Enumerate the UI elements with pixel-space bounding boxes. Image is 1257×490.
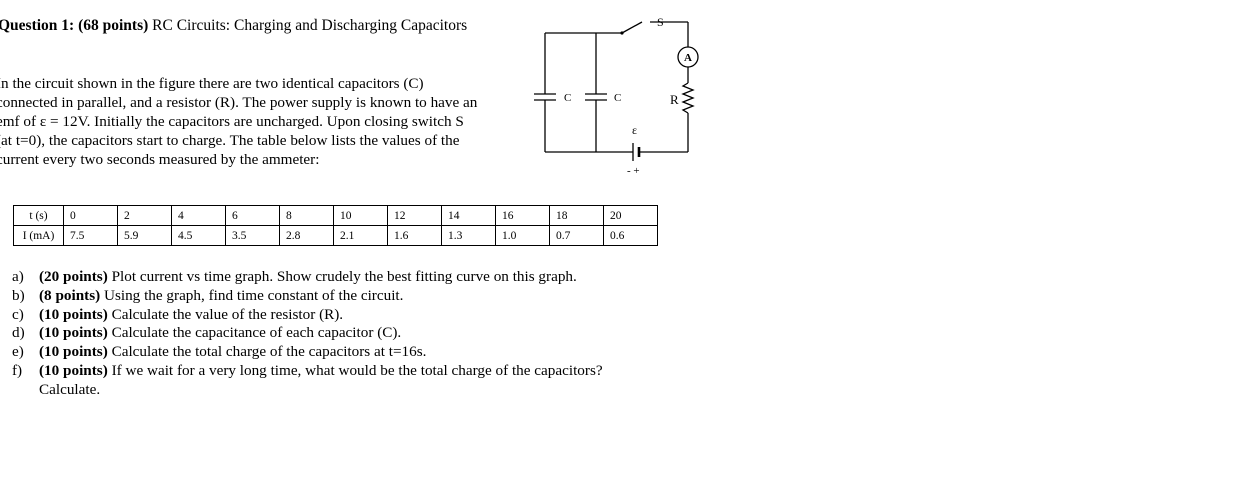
current-cell: 2.1: [333, 225, 388, 246]
intro-line: connected in parallel, and a resistor (R…: [0, 94, 478, 111]
current-time-table: t (s) 0 2 4 6 8 10 12 14 16 18 20 I (mA)…: [13, 205, 658, 246]
emf-label: ε: [632, 123, 637, 137]
time-cell: 16: [495, 205, 550, 226]
time-cell: 8: [279, 205, 334, 226]
polarity-label: - +: [627, 165, 640, 177]
time-row: t (s) 0 2 4 6 8 10 12 14 16 18 20: [13, 205, 658, 226]
question-points: (68 points): [78, 17, 149, 34]
question-title: Question 1: (68 points) RC Circuits: Cha…: [0, 17, 467, 35]
time-cell: 14: [441, 205, 496, 226]
resistor-label: R: [670, 92, 679, 107]
question-label: Question 1:: [0, 17, 75, 34]
current-cell: 1.0: [495, 225, 550, 246]
part-f-continuation: Calculate.: [39, 380, 101, 398]
time-cell: 12: [387, 205, 442, 226]
circuit-diagram: S A R C C ε - +: [534, 15, 699, 177]
question-topic: RC Circuits: Charging and Discharging Ca…: [152, 17, 468, 34]
time-header: t (s): [13, 205, 64, 226]
current-header: I (mA): [13, 225, 64, 246]
time-cell: 0: [63, 205, 118, 226]
current-cell: 0.6: [603, 225, 658, 246]
part-b: b)(8 points) Using the graph, find time …: [12, 286, 404, 304]
capacitor-2-label: C: [614, 92, 621, 104]
current-cell: 3.5: [225, 225, 280, 246]
time-cell: 4: [171, 205, 226, 226]
resistor-zigzag: [681, 82, 695, 114]
part-e: e)(10 points) Calculate the total charge…: [12, 343, 427, 361]
current-cell: 1.3: [441, 225, 496, 246]
question-parts: a)(20 points) Plot current vs time graph…: [12, 268, 603, 400]
time-cell: 6: [225, 205, 280, 226]
part-d: d)(10 points) Calculate the capacitance …: [12, 324, 402, 342]
current-cell: 5.9: [117, 225, 172, 246]
time-cell: 20: [603, 205, 658, 226]
current-cell: 7.5: [63, 225, 118, 246]
intro-line: (at t=0), the capacitors start to charge…: [0, 132, 460, 149]
part-f: f)(10 points) If we wait for a very long…: [12, 361, 603, 379]
capacitor-1-label: C: [564, 92, 571, 104]
current-cell: 0.7: [549, 225, 604, 246]
time-cell: 18: [549, 205, 604, 226]
time-cell: 2: [117, 205, 172, 226]
question-sheet: Question 1: (68 points) RC Circuits: Cha…: [0, 0, 712, 400]
intro-paragraph: In the circuit shown in the figure there…: [0, 74, 512, 169]
part-c: c)(10 points) Calculate the value of the…: [12, 305, 344, 323]
current-cell: 1.6: [387, 225, 442, 246]
time-cell: 10: [333, 205, 388, 226]
part-a: a)(20 points) Plot current vs time graph…: [12, 268, 577, 285]
current-cell: 4.5: [171, 225, 226, 246]
ammeter-label: A: [684, 52, 692, 64]
intro-line: current every two seconds measured by th…: [0, 151, 320, 168]
current-row: I (mA) 7.5 5.9 4.5 3.5 2.8 2.1 1.6 1.3 1…: [13, 225, 658, 246]
switch-pivot: [620, 31, 624, 35]
switch-blade: [621, 21, 643, 34]
intro-line: emf of ε = 12V. Initially the capacitors…: [0, 113, 464, 130]
switch-label: S: [657, 15, 664, 29]
intro-line: In the circuit shown in the figure there…: [0, 75, 424, 92]
current-cell: 2.8: [279, 225, 334, 246]
